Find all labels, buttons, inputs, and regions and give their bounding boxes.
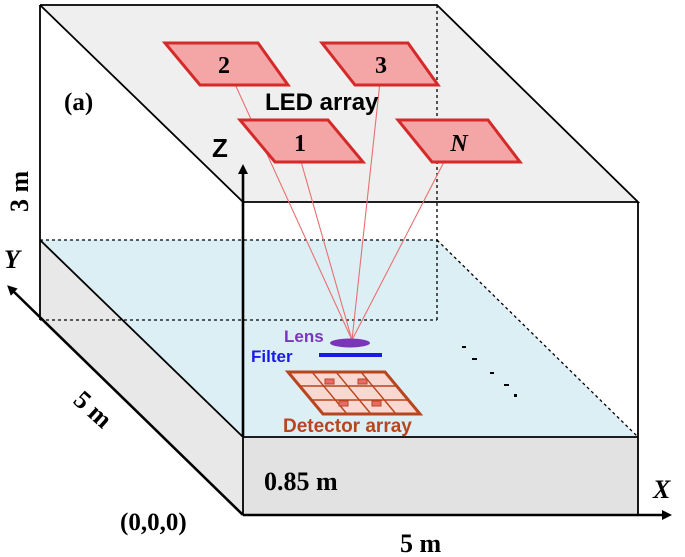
lens-shape [330, 338, 370, 348]
filter-bar [319, 353, 382, 357]
filter-label: Filter [251, 347, 293, 366]
depth-dimension: 5 m [68, 385, 118, 434]
z-axis-label: Z [212, 133, 228, 163]
room-box [39, 4, 641, 515]
panel-label: (a) [64, 89, 93, 116]
led-n: N [394, 118, 524, 164]
led-array-label: LED array [265, 89, 379, 116]
y-axis-label: Y [4, 245, 22, 274]
origin-label: (0,0,0) [120, 509, 187, 536]
y-axis [7, 285, 244, 516]
led-3: 3 [318, 41, 441, 87]
detector-array [284, 370, 424, 416]
floor-side [40, 240, 243, 515]
led-2: 2 [161, 41, 291, 87]
led-1: 1 [236, 118, 367, 164]
led-3-label: 3 [375, 53, 387, 79]
led-n-label: N [449, 131, 469, 157]
lens-label: Lens [284, 327, 324, 346]
floor-strip [243, 437, 638, 515]
x-axis-label: X [652, 475, 671, 504]
plane-marks [462, 346, 517, 397]
receiver-plane [40, 240, 638, 437]
led-1-label: 1 [294, 131, 306, 157]
led-2-label: 2 [218, 53, 230, 79]
height-dimension: 3 m [5, 171, 34, 213]
width-dimension: 5 m [400, 529, 442, 557]
detector-label: Detector array [283, 416, 412, 437]
receiver-height-dimension: 0.85 m [264, 467, 338, 496]
